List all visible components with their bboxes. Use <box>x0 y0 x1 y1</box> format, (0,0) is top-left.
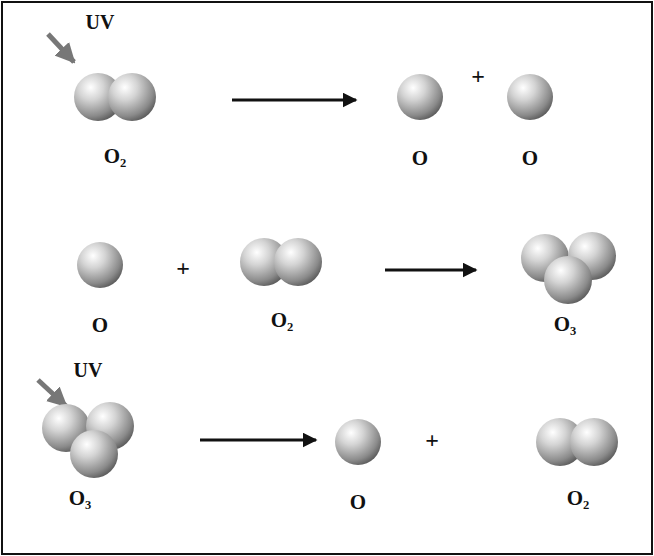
o2-molecule <box>240 238 322 286</box>
uv-arrow <box>38 380 66 406</box>
o3-molecule <box>42 402 134 478</box>
uv-arrow <box>48 34 74 62</box>
formula-label: O₃ <box>69 488 92 509</box>
reaction-arrow <box>232 99 356 102</box>
formula-label: O <box>92 315 108 336</box>
formula-label: O₃ <box>554 314 577 335</box>
formula-label: O <box>522 148 538 169</box>
formula-label: O₂ <box>104 146 127 167</box>
o2-molecule <box>536 418 618 466</box>
reaction-arrow <box>385 269 476 272</box>
formula-label: O <box>350 492 366 513</box>
o2-molecule <box>74 73 156 121</box>
plus-sign: + <box>425 428 439 452</box>
formula-label: O₂ <box>271 310 294 331</box>
formula-label: O <box>412 148 428 169</box>
plus-sign: + <box>176 256 190 280</box>
o-atom <box>397 74 443 120</box>
o-atom <box>507 74 553 120</box>
plus-sign: + <box>471 64 485 88</box>
o-atom <box>335 419 381 465</box>
uv-label: UV <box>74 360 103 380</box>
o-atom <box>77 242 123 288</box>
reaction-arrow <box>200 439 316 442</box>
formula-label: O₂ <box>567 488 590 509</box>
uv-label: UV <box>86 12 115 32</box>
o3-molecule <box>521 232 616 304</box>
